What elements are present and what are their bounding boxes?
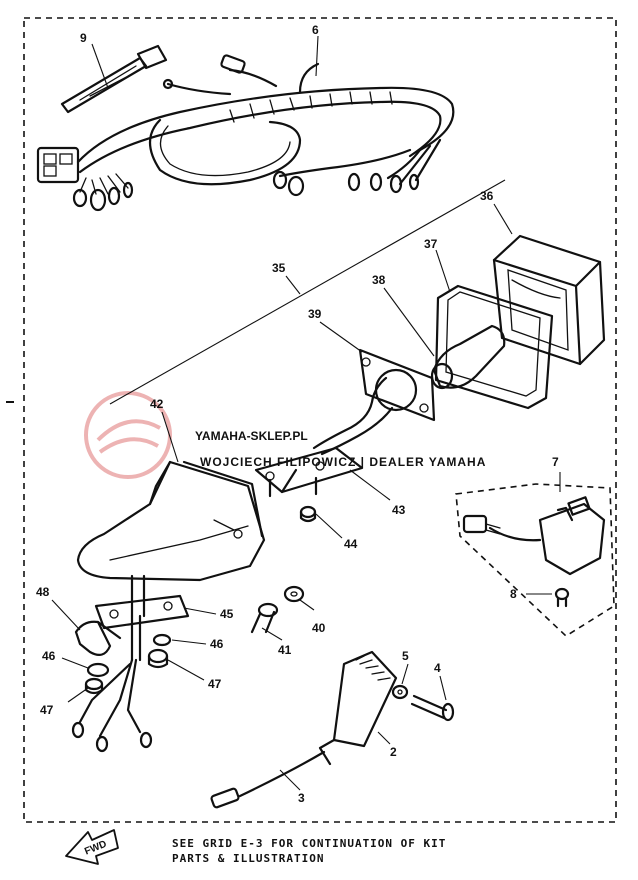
label-42: 42 — [150, 397, 164, 411]
label-41: 41 — [278, 643, 292, 657]
part-bolt-41 — [250, 602, 279, 634]
label-47b: 47 — [208, 677, 222, 691]
label-2: 2 — [390, 745, 397, 759]
label-44: 44 — [344, 537, 358, 551]
watermark: YAMAHA-SKLEP.PL WOJCIECH FILIPOWICZ | DE… — [84, 391, 486, 479]
part-nut-47a — [84, 677, 104, 695]
part-washer-40 — [283, 585, 305, 603]
part-lead-wire — [210, 750, 326, 809]
footer-line-2: PARTS & ILLUSTRATION — [172, 852, 325, 865]
watermark-logo-swoosh-icon — [96, 419, 161, 454]
label-37: 37 — [424, 237, 438, 251]
label-8: 8 — [510, 587, 517, 601]
part-washer-46b — [152, 633, 172, 647]
leader-lines — [51, 35, 561, 791]
label-46a: 46 — [42, 649, 56, 663]
part-lamp-wires — [71, 614, 153, 753]
kit-bracket-35 — [109, 179, 506, 405]
part-bracket — [254, 446, 364, 494]
label-38: 38 — [372, 273, 386, 287]
part-nut-47b — [147, 648, 169, 669]
label-40: 40 — [312, 621, 326, 635]
footer-line-1: SEE GRID E-3 FOR CONTINUATION OF KIT — [172, 837, 447, 850]
kit-frame — [23, 17, 617, 823]
footer-note: SEE GRID E-3 FOR CONTINUATION OF KIT PAR… — [172, 836, 446, 866]
fwd-arrow-icon: FWD — [65, 829, 119, 865]
part-bolt-4 — [410, 694, 455, 722]
watermark-logo-icon — [84, 391, 172, 479]
part-clamp — [74, 620, 122, 657]
label-36: 36 — [480, 189, 494, 203]
label-7: 7 — [552, 455, 559, 469]
label-46b: 46 — [210, 637, 224, 651]
label-45: 45 — [220, 607, 234, 621]
part-screw-8 — [554, 587, 570, 608]
part-plate — [94, 574, 190, 630]
part-washer-46a — [86, 662, 110, 678]
part-gasket — [434, 284, 554, 410]
label-4: 4 — [434, 661, 441, 675]
watermark-brand: YAMAHA-SKLEP.PL — [195, 429, 308, 443]
label-5: 5 — [402, 649, 409, 663]
label-3: 3 — [298, 791, 305, 805]
part-labels: 9 6 36 37 35 38 39 42 7 43 44 48 45 8 40… — [36, 23, 559, 805]
part-wire-harness — [36, 54, 455, 212]
label-35: 35 — [272, 261, 286, 275]
part-cable-tie — [60, 44, 168, 114]
part-nut-44 — [268, 476, 318, 523]
part-socket — [312, 348, 436, 456]
part-bulb — [430, 324, 506, 390]
label-9: 9 — [80, 31, 87, 45]
part-lamp-body — [76, 460, 266, 582]
part-handlebar-switch — [455, 483, 615, 638]
label-43: 43 — [392, 503, 406, 517]
part-lamp-housing — [492, 234, 606, 366]
watermark-tagline: WOJCIECH FILIPOWICZ | DEALER YAMAHA — [200, 455, 486, 469]
part-washer-5 — [391, 684, 409, 700]
label-39: 39 — [308, 307, 322, 321]
label-47a: 47 — [40, 703, 54, 717]
label-6: 6 — [312, 23, 319, 37]
part-flasher-relay — [318, 650, 398, 766]
label-48: 48 — [36, 585, 50, 599]
